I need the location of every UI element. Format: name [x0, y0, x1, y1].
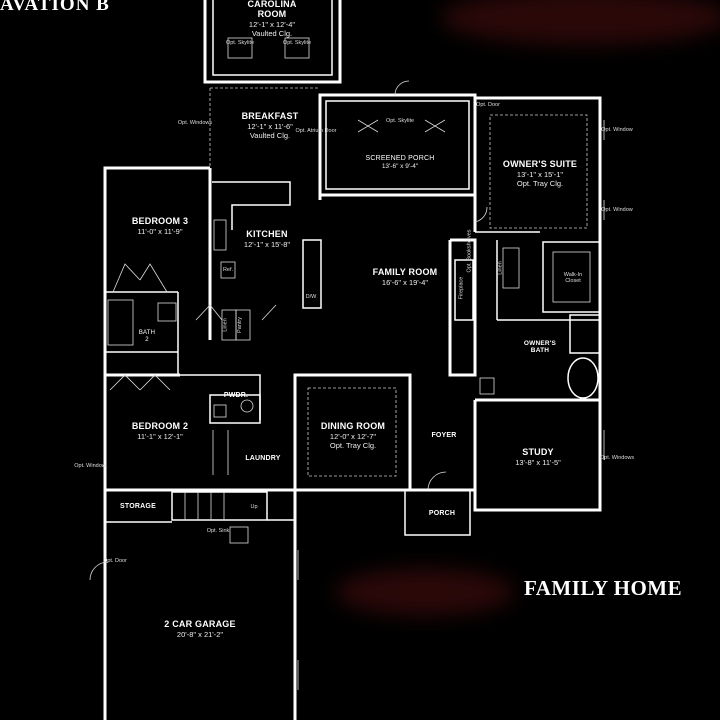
study-dims: 13'-8" x 11'-5" [515, 458, 561, 467]
dining-room-dims: 12'-0" x 12'-7" [329, 432, 377, 441]
porch-label: PORCH [428, 510, 456, 517]
owners-suite-note: Opt. Tray Clg. [516, 179, 564, 188]
linen-label: Linen [222, 318, 229, 332]
owners-bath-walls [475, 241, 601, 402]
carolina-room-walls [203, 0, 342, 84]
breakfast-opt-windows: Opt. Windows [177, 120, 213, 126]
smudge-bottom [335, 568, 515, 616]
brand-name: FAMILY HOME [524, 576, 683, 600]
dining-room-label: DINING ROOM [320, 421, 386, 431]
bedroom3-dims: 11'-0" x 11'-9" [137, 227, 183, 236]
storage-label: STORAGE [120, 503, 156, 510]
owners-suite-opt-window-2: Opt. Window [601, 207, 633, 213]
elevation-title: AVATION B [0, 0, 110, 15]
garage-walls [89, 490, 299, 720]
stairs-up-label: Up [250, 504, 258, 510]
bedroom2-label: BEDROOM 2 [131, 421, 189, 431]
breakfast-atrium-door: Opt. Atrium Door [295, 128, 337, 134]
breakfast-label: BREAKFAST [241, 111, 299, 121]
kitchen-ref: Ref. [222, 267, 234, 273]
outer-walls [410, 120, 605, 492]
screened-porch-skylite: Opt. Skylite [385, 118, 415, 124]
pantry-label: Pantry [236, 317, 243, 333]
kitchen-dims: 12'-1" x 15'-8" [243, 240, 291, 249]
kitchen-dw: D/W [305, 294, 317, 300]
fireplace-label: Fireplace [458, 276, 465, 300]
dining-room-walls [293, 373, 412, 492]
carolina-skylite-1: Opt. Skylite [225, 40, 255, 46]
owners-suite-dims: 13'-1" x 15'-1" [516, 170, 564, 179]
screened-porch-walls [318, 80, 477, 197]
owners-suite-label: OWNER'S SUITE [502, 159, 578, 169]
breakfast-walls [209, 87, 322, 200]
laundry-walls [171, 374, 268, 544]
owners-suite-opt-window-1: Opt. Window [601, 127, 633, 133]
left-wing-walls [103, 166, 295, 720]
family-room-dims: 16'-6" x 19'-4" [381, 278, 429, 287]
screened-porch-label: SCREENED PORCH [365, 155, 435, 162]
opt-sink-label: Opt. Sink [206, 528, 230, 534]
smudge-top-right [440, 0, 720, 45]
bedroom2-opt-window: Opt. Window [74, 463, 106, 469]
garage-dims: 20'-8" x 21'-2" [176, 630, 224, 639]
carolina-skylite-2: Opt. Skylite [282, 40, 312, 46]
garage-label: 2 CAR GARAGE [164, 619, 236, 629]
family-room-walls [448, 206, 520, 377]
kitchen-walls [195, 168, 322, 341]
pwdr-label: PWDR. [223, 392, 249, 399]
carolina-room-note: Vaulted Clg. [251, 29, 293, 38]
screened-porch-dims: 13'-6" x 9'-4" [381, 163, 419, 170]
bookshelves-label: Opt. Bookshelves [466, 229, 473, 273]
owners-suite-opt-door: Opt. Door [476, 102, 500, 108]
owners-suite-walls [473, 96, 602, 400]
study-label: STUDY [522, 447, 554, 457]
breakfast-note: Vaulted Clg. [249, 131, 291, 140]
linen-owners-label: Linen [497, 261, 504, 275]
porch-walls [404, 471, 471, 536]
bedroom3-label: BEDROOM 3 [131, 216, 189, 226]
carolina-room-dims: 12'-1" x 12'-4" [248, 20, 296, 29]
laundry-label: LAUNDRY [245, 455, 281, 462]
dining-room-note: Opt. Tray Clg. [329, 441, 377, 450]
family-room-label: FAMILY ROOM [372, 267, 438, 277]
study-opt-windows: Opt. Windows [599, 455, 635, 461]
bedroom2-dims: 11'-1" x 12'-1" [137, 432, 183, 441]
foyer-label: FOYER [431, 432, 457, 439]
breakfast-dims: 12'-1" x 11'-6" [247, 122, 293, 131]
kitchen-label: KITCHEN [246, 229, 288, 239]
study-walls [473, 400, 605, 512]
garage-opt-door: Opt. Door [103, 558, 127, 564]
